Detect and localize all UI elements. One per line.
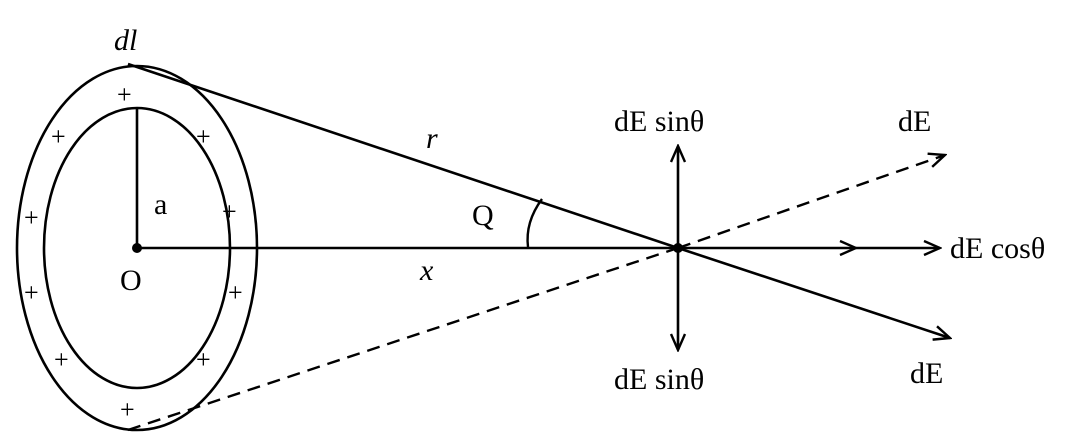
distance-line-r [127,62,679,250]
field-point [673,243,683,253]
charge-plus: + [51,122,66,151]
label-angle-q: Q [472,199,494,232]
charge-plus: + [196,122,211,151]
label-radius-a: a [154,188,167,221]
label-de-sin-down: dE sinθ [614,363,704,396]
charge-plus: + [222,197,237,226]
charge-plus: + [24,278,39,307]
charge-plus: + [24,203,39,232]
charge-plus: + [117,80,132,109]
label-dl: dl [114,24,137,57]
field-vector-de-upper [677,155,945,250]
label-origin-o: O [120,264,142,297]
label-de-lower: dE [910,357,943,390]
label-de-sin-up: dE sinθ [614,105,704,138]
label-de-upper: dE [898,105,931,138]
charge-plus: + [120,395,135,424]
field-vector-de-lower [677,246,950,338]
center-point [132,243,142,253]
dashed-line-lower [127,246,679,432]
label-distance-r: r [426,122,438,155]
ring-charges: + + + + + + + + + + [24,80,243,424]
label-distance-x: x [419,254,434,287]
angle-arc [526,198,543,248]
charge-plus: + [54,345,69,374]
charge-plus: + [196,345,211,374]
label-de-cos: dE cosθ [950,232,1045,265]
charge-plus: + [228,278,243,307]
